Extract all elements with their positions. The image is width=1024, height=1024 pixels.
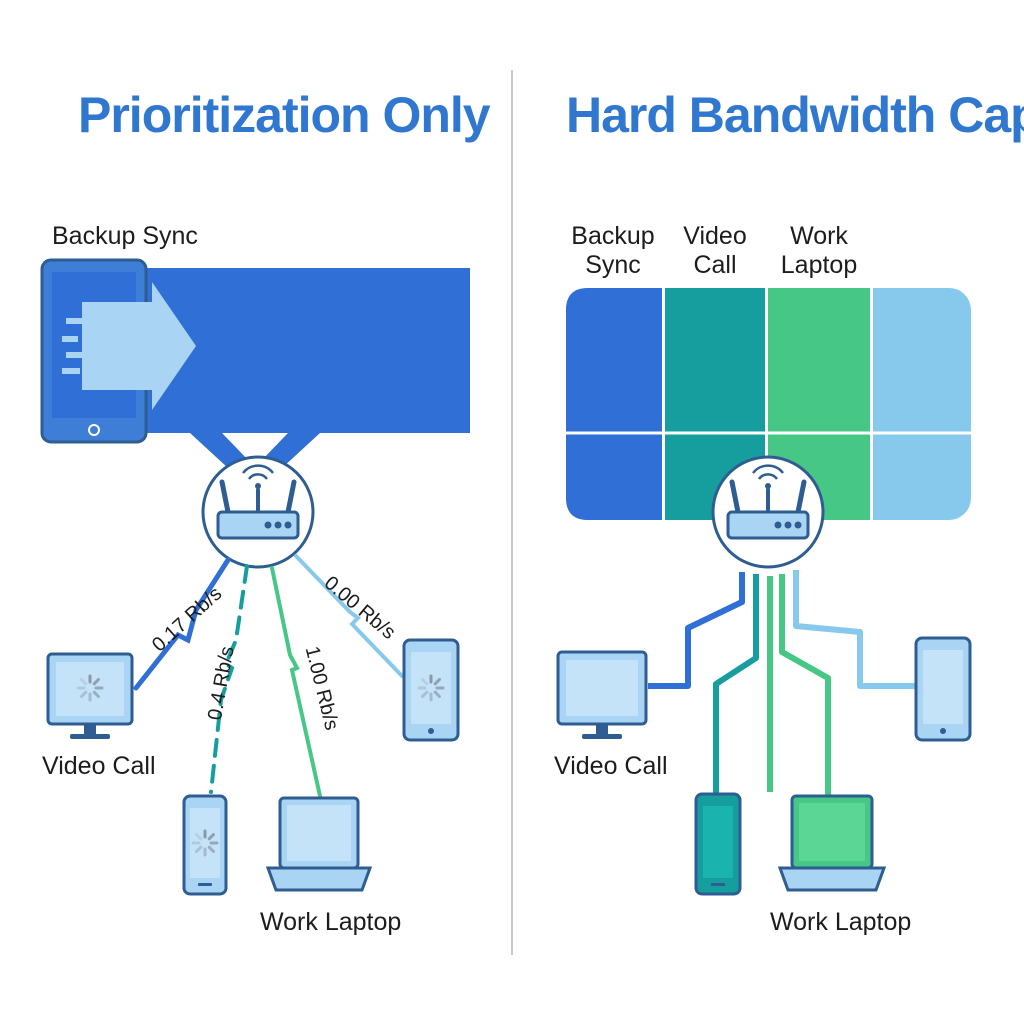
laptop-link [270, 566, 322, 798]
right-panel-title: Hard Bandwidth Cap [566, 87, 1024, 143]
tablet-icon [914, 636, 972, 742]
phone-link [209, 564, 249, 794]
backup-tablet-icon [40, 258, 196, 444]
lane-label-backup-sync: Backup Sync [568, 222, 658, 280]
video-call-label: Video Call [554, 752, 668, 780]
tablet-link [294, 554, 404, 678]
phone-icon [182, 794, 228, 896]
video-call-monitor-icon [46, 652, 134, 739]
backup-sync-label: Backup Sync [52, 222, 198, 250]
video-call-monitor-icon [556, 650, 648, 739]
bandwidth-lanes [566, 288, 971, 520]
laptop-lane-2 [779, 574, 831, 796]
tablet-icon [402, 638, 460, 742]
lane-label-line: Work [790, 222, 848, 250]
lane-label-line: Call [693, 251, 737, 279]
video-call-link [133, 557, 231, 691]
phone-icon [694, 792, 742, 896]
lane-label-video-call: Video Call [670, 222, 760, 280]
backup-flow-funnel-gap [222, 433, 288, 462]
work-laptop-icon [265, 796, 373, 892]
video-call-lane [648, 572, 745, 689]
work-laptop-label: Work Laptop [260, 908, 402, 936]
left-panel-title: Prioritization Only [78, 87, 491, 143]
router-icon [203, 457, 313, 567]
phone-lane [713, 574, 759, 794]
router-icon [713, 457, 823, 567]
tablet-lane [793, 570, 916, 689]
work-laptop-icon [777, 794, 887, 892]
lane-label-line: Video [683, 222, 747, 250]
lane-label-line: Backup [571, 222, 655, 250]
lane-label-line: Laptop [780, 251, 858, 279]
lane-label-line: Sync [585, 251, 641, 279]
lane-label-work-laptop: Work Laptop [772, 222, 866, 280]
work-laptop-label: Work Laptop [770, 908, 912, 936]
video-call-label: Video Call [42, 752, 156, 780]
